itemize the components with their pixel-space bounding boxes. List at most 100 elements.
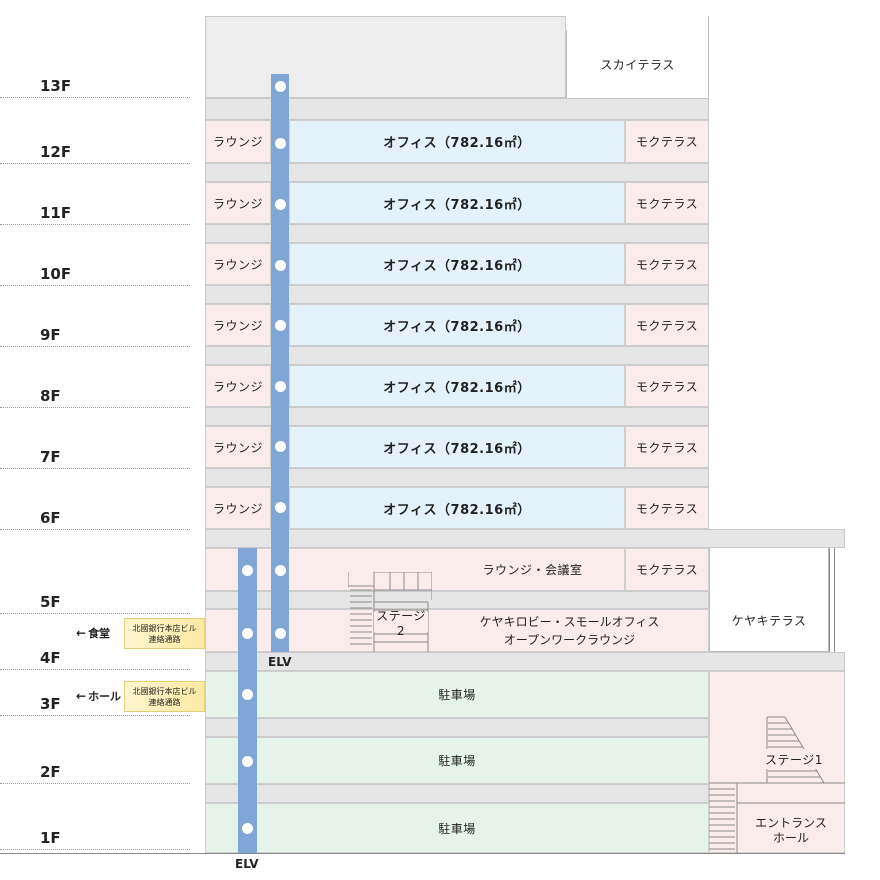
floor-label-7f: 7F xyxy=(0,447,190,469)
slab-5f xyxy=(205,591,709,609)
arrow-left-icon: ← xyxy=(76,626,87,640)
floor-4f-space xyxy=(205,609,709,652)
office-9f: オフィス（782.16㎡） xyxy=(289,304,625,346)
office-11f: オフィス（782.16㎡） xyxy=(289,182,625,224)
parking-1f: 駐車場 xyxy=(205,803,709,853)
slab-4f xyxy=(205,652,845,671)
elevator-stop-12f xyxy=(275,138,286,149)
elevator2-stop-3f xyxy=(242,689,253,700)
elevator-stop-11f xyxy=(275,199,286,210)
moku-terrace-12f: モクテラス xyxy=(625,120,709,163)
slab-7f xyxy=(205,468,709,487)
sky-terrace: スカイテラス xyxy=(566,30,709,98)
terrace-column-2 xyxy=(834,548,835,652)
keyaki-lobby-line2: オープンワークラウンジ xyxy=(503,632,636,647)
slab-13f xyxy=(205,98,709,120)
corridor-4f: 北國銀行本店ビル 連絡通路 xyxy=(124,618,205,649)
entrance-line1: エントランス xyxy=(755,816,827,830)
lounge-7f: ラウンジ xyxy=(205,426,271,468)
roof-block xyxy=(205,16,566,98)
corridor-3f-line2: 連絡通路 xyxy=(148,697,181,707)
lounge-11f: ラウンジ xyxy=(205,182,271,224)
slab-6f xyxy=(205,529,845,548)
lounge-9f: ラウンジ xyxy=(205,304,271,346)
lounge-10f: ラウンジ xyxy=(205,243,271,285)
corridor-3f: 北國銀行本店ビル 連絡通路 xyxy=(124,681,205,712)
moku-terrace-11f: モクテラス xyxy=(625,182,709,224)
elevator2-stop-2f xyxy=(242,756,253,767)
keyaki-terrace: ケヤキテラス xyxy=(731,613,807,628)
slab-2f xyxy=(205,784,709,803)
keyaki-terrace-frame xyxy=(709,548,829,652)
moku-terrace-10f: モクテラス xyxy=(625,243,709,285)
floor-label-9f: 9F xyxy=(0,325,190,347)
elevator-stop-13f xyxy=(275,81,286,92)
slab-10f xyxy=(205,285,709,304)
lounge-12f: ラウンジ xyxy=(205,120,271,163)
elevator-stop-10f xyxy=(275,260,286,271)
elevator2-stop-4f xyxy=(242,628,253,639)
parking-2f: 駐車場 xyxy=(205,737,709,784)
arrow-left-icon: ← xyxy=(76,689,87,703)
floor-label-10f: 10F xyxy=(0,264,190,286)
elevator-lower-label: ELV xyxy=(235,857,259,871)
elevator-stop-8f xyxy=(275,381,286,392)
cafeteria-link: ← 食堂 xyxy=(76,624,110,642)
moku-terrace-7f: モクテラス xyxy=(625,426,709,468)
slab-11f xyxy=(205,224,709,243)
stage2-stairs: ステージ2 xyxy=(348,572,432,652)
elevator-stop-9f xyxy=(275,320,286,331)
elevator-stop-7f xyxy=(275,441,286,452)
entrance-hall: エントランス ホール xyxy=(737,811,845,851)
keyaki-lobby: ケヤキロビー・スモールオフィス オープンワークラウンジ xyxy=(430,609,709,652)
floor-label-12f: 12F xyxy=(0,142,190,164)
terrace-column xyxy=(829,548,830,652)
floor-label-1f: 1F xyxy=(0,828,190,850)
elevator-stop-4f xyxy=(275,628,286,639)
office-7f: オフィス（782.16㎡） xyxy=(289,426,625,468)
elevator2-stop-1f xyxy=(242,823,253,834)
stage1-label: ステージ1 xyxy=(765,749,823,769)
corridor-4f-line2: 連絡通路 xyxy=(148,634,181,644)
elevator-upper-label: ELV xyxy=(268,655,292,669)
lounge-6f: ラウンジ xyxy=(205,487,271,529)
elevator2-stop-5f xyxy=(242,565,253,576)
moku-terrace-8f: モクテラス xyxy=(625,365,709,407)
floor-label-2f: 2F xyxy=(0,762,190,784)
office-6f: オフィス（782.16㎡） xyxy=(289,487,625,529)
floor-label-5f: 5F xyxy=(0,592,190,614)
lounge-8f: ラウンジ xyxy=(205,365,271,407)
floor-label-13f: 13F xyxy=(0,76,190,98)
office-8f: オフィス（782.16㎡） xyxy=(289,365,625,407)
floor-label-4f: 4F xyxy=(0,648,190,670)
parking-3f: 駐車場 xyxy=(205,671,709,718)
elevator-stop-6f xyxy=(275,502,286,513)
corridor-4f-line1: 北國銀行本店ビル xyxy=(132,623,197,633)
hall-label: ホール xyxy=(88,690,122,703)
office-12f: オフィス（782.16㎡） xyxy=(289,120,625,163)
elevator-stop-5f xyxy=(275,565,286,576)
floor-label-11f: 11F xyxy=(0,203,190,225)
slab-9f xyxy=(205,346,709,365)
floor-label-8f: 8F xyxy=(0,386,190,408)
office-10f: オフィス（782.16㎡） xyxy=(289,243,625,285)
elevator-lower-shaft xyxy=(238,548,257,853)
sky-terrace-frame xyxy=(566,16,709,30)
keyaki-lobby-line1: ケヤキロビー・スモールオフィス xyxy=(479,614,660,629)
stage1-stairs: ステージ1 エントランス ホール xyxy=(709,671,845,853)
lounge-meeting-room: ラウンジ・会議室 xyxy=(482,563,583,577)
moku-terrace-9f: モクテラス xyxy=(625,304,709,346)
stage2-label: ステージ2 xyxy=(374,609,428,638)
slab-12f xyxy=(205,163,709,182)
ground-line xyxy=(0,853,845,854)
moku-terrace-5f: モクテラス xyxy=(625,548,709,591)
entrance-line2: ホール xyxy=(772,831,809,845)
corridor-3f-line1: 北國銀行本店ビル xyxy=(132,686,197,696)
floor-label-6f: 6F xyxy=(0,508,190,530)
hall-link: ← ホール xyxy=(76,687,121,705)
slab-8f xyxy=(205,407,709,426)
moku-terrace-6f: モクテラス xyxy=(625,487,709,529)
slab-3f xyxy=(205,718,709,737)
cafeteria-label: 食堂 xyxy=(88,627,111,640)
floor-label-3f: 3F xyxy=(0,694,190,716)
